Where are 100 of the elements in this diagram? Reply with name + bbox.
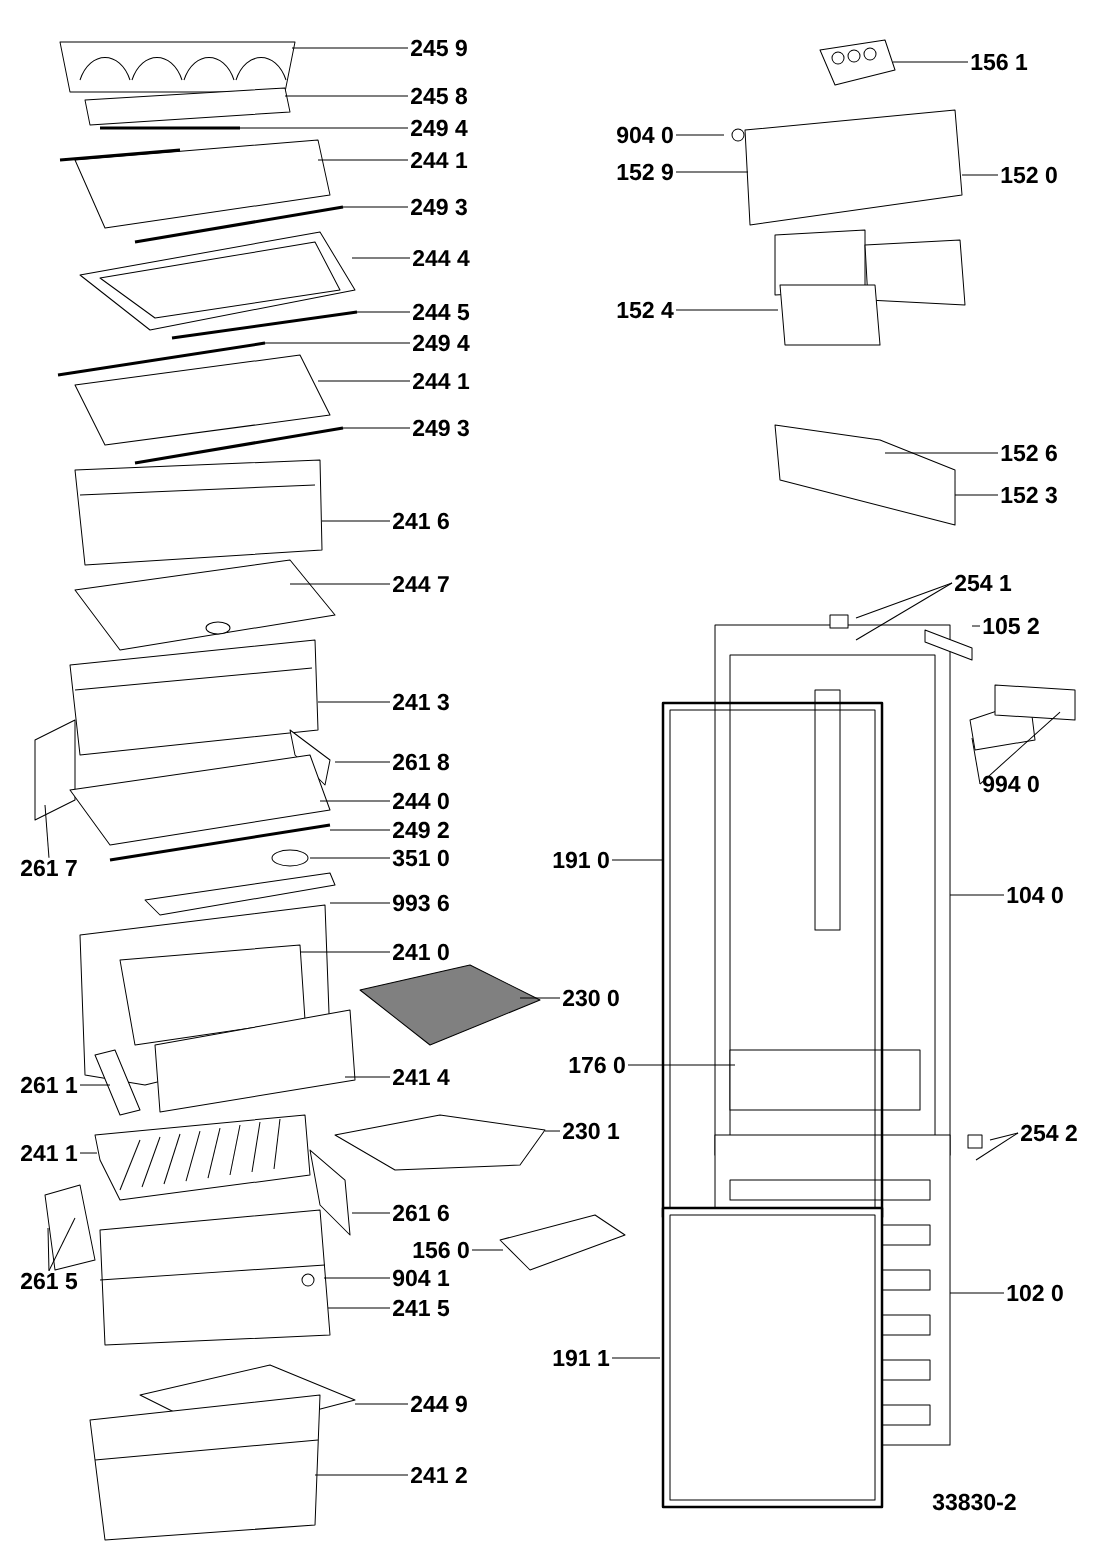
callout-number: 244 9 [411, 1395, 467, 1413]
leader-line [675, 309, 779, 311]
callout-number: 156 1 [971, 53, 1028, 71]
callout-number: 241 0 [393, 943, 449, 961]
callout-number: 152 6 [1001, 444, 1057, 462]
callout-number: 191 0 [553, 851, 609, 869]
leader-line [356, 311, 411, 313]
callout-number: 904 0 [617, 126, 673, 144]
leader-line [627, 1064, 736, 1066]
callout-number: 245 9 [411, 39, 467, 57]
callout-number: 994 0 [983, 775, 1039, 793]
callout-number: 904 1 [393, 1269, 450, 1287]
callout-number: 261 5 [21, 1272, 78, 1290]
leader-line [289, 583, 391, 585]
leader-line [327, 1307, 391, 1309]
callout-number: 152 9 [617, 163, 673, 181]
callout-number: 261 1 [21, 1076, 78, 1094]
leader-line [317, 159, 409, 161]
callout-number: 241 3 [393, 693, 449, 711]
leader-line [884, 452, 999, 454]
callout-number: 152 3 [1001, 486, 1057, 504]
leader-line [284, 95, 409, 97]
leader-line [299, 951, 391, 953]
callout-number: 254 1 [955, 574, 1012, 592]
callout-number: 152 4 [617, 301, 674, 319]
callout-number: 244 1 [413, 372, 470, 390]
leader-line [989, 1132, 1019, 1141]
leader-line [47, 1227, 50, 1272]
callout-number: 241 1 [21, 1145, 78, 1162]
callout-number: 993 6 [393, 894, 449, 912]
callout-number: 156 0 [413, 1241, 469, 1259]
leader-line [264, 342, 411, 344]
leader-line [949, 1292, 1005, 1294]
callout-number: 261 8 [393, 753, 450, 771]
leader-line [329, 829, 391, 831]
callout-number: 241 5 [393, 1299, 450, 1317]
leader-line [317, 380, 411, 382]
leader-line [971, 737, 981, 785]
leader-line [48, 1217, 76, 1272]
callout-number: 245 8 [411, 87, 468, 105]
callout-number: 249 4 [411, 119, 468, 137]
callout-number: 249 3 [411, 198, 467, 216]
callout-number: 244 5 [413, 303, 470, 321]
callout-number: 261 6 [393, 1204, 449, 1222]
leader-line [44, 804, 50, 859]
leader-line [471, 1249, 504, 1251]
callout-number: 254 2 [1021, 1124, 1077, 1142]
callout-number: 241 6 [393, 512, 449, 530]
callout-number: 249 4 [413, 334, 470, 352]
leader-line [971, 625, 981, 627]
leader-line [675, 134, 725, 136]
leader-line [961, 174, 999, 176]
leader-line [979, 711, 1061, 785]
callout-number: 261 7 [21, 859, 77, 877]
leader-line [855, 582, 953, 641]
leader-line [675, 171, 749, 173]
leader-line [291, 47, 409, 49]
callout-number: 152 0 [1001, 166, 1057, 184]
leader-line [344, 1076, 391, 1078]
leader-line [309, 857, 391, 859]
callout-number: 244 1 [411, 151, 468, 169]
callout-number: 244 0 [393, 792, 449, 810]
leader-line [334, 761, 391, 763]
leader-line [321, 520, 391, 522]
leader-line [319, 800, 391, 802]
callout-number: 176 0 [569, 1056, 625, 1074]
callout-number: 244 4 [413, 249, 470, 267]
callout-number: 191 1 [553, 1349, 610, 1367]
leader-line [323, 1277, 391, 1279]
leader-line [317, 701, 391, 703]
leader-line [79, 1152, 98, 1154]
leader-line [611, 859, 663, 861]
leader-line [354, 1403, 409, 1405]
callout-number: 241 4 [393, 1069, 450, 1086]
callout-number: 104 0 [1007, 886, 1063, 904]
drawing-number: 33830-2 [932, 1493, 1016, 1511]
callout-number: 105 2 [983, 617, 1039, 635]
callout-number: 230 0 [563, 989, 619, 1007]
leader-line [314, 1474, 409, 1476]
leader-line [855, 582, 953, 619]
leader-line [239, 127, 409, 129]
leader-line [351, 1212, 391, 1214]
leader-line [79, 1084, 111, 1086]
leader-line [975, 1132, 1019, 1161]
leader-line [351, 257, 411, 259]
leader-line [342, 206, 409, 208]
callout-number: 102 0 [1007, 1284, 1063, 1302]
callout-number: 230 1 [563, 1122, 620, 1140]
callout-number: 351 0 [392, 849, 449, 867]
leader-line [892, 61, 969, 63]
leader-line [611, 1357, 661, 1359]
leader-line [342, 427, 411, 429]
leader-line [954, 494, 999, 496]
callout-number: 249 3 [413, 419, 469, 437]
callout-number: 244 7 [393, 576, 449, 593]
callout-number: 241 2 [411, 1467, 467, 1484]
leader-line [329, 902, 391, 904]
leader-line [544, 1130, 561, 1132]
leader-line [949, 894, 1005, 896]
leader-line [519, 997, 561, 999]
